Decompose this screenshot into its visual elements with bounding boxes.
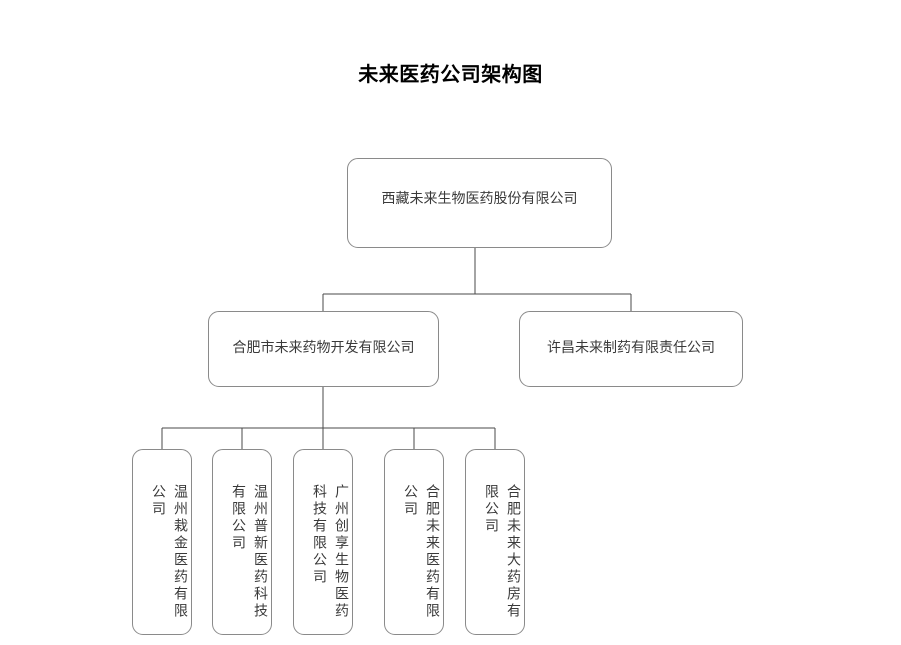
org-node-label: 合肥市未来药物开发有限公司 [232,340,415,356]
org-node-xuchang-pharma[interactable]: 许昌未来制药有限责任公司 [519,311,743,387]
org-node-hefei-weilai-pharma[interactable]: 合肥未来医药有限公司 [384,449,444,635]
org-node-label: 西藏未来生物医药股份有限公司 [381,191,578,207]
org-node-wenzhou-zaijin[interactable]: 温州栽金医药有限公司 [132,449,192,635]
org-node-guangzhou-chuangxiang[interactable]: 广州创享生物医药科技有限公司 [293,449,353,635]
org-node-root[interactable]: 西藏未来生物医药股份有限公司 [347,158,612,248]
org-node-hefei-development[interactable]: 合肥市未来药物开发有限公司 [208,311,439,387]
org-node-label-vertical: 合肥未来医药有限公司 [402,484,440,620]
org-node-label-vertical: 广州创享生物医药科技有限公司 [311,484,349,620]
org-node-label-vertical: 温州栽金医药有限公司 [150,484,188,620]
org-node-wenzhou-puxin[interactable]: 温州普新医药科技有限公司 [212,449,272,635]
org-node-label: 许昌未来制药有限责任公司 [547,340,715,356]
org-node-label-vertical: 温州普新医药科技有限公司 [230,484,268,620]
page-title: 未来医药公司架构图 [358,62,543,86]
org-node-label-vertical: 合肥未来大药房有限公司 [483,484,521,620]
org-node-hefei-drugstore[interactable]: 合肥未来大药房有限公司 [465,449,525,635]
